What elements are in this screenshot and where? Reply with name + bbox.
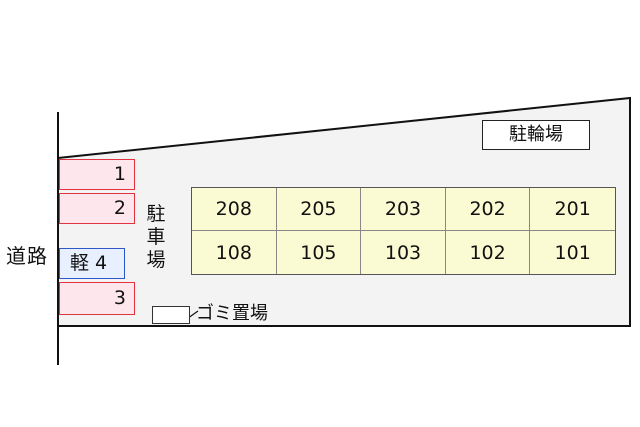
parking-slot-2: 2 — [59, 193, 135, 224]
parking-label-char: 駐 — [146, 203, 166, 225]
parking-label-char: 場 — [146, 249, 166, 271]
garbage-area-box — [152, 306, 190, 324]
unit-205: 205 — [276, 188, 362, 231]
unit-208: 208 — [192, 188, 277, 231]
parking-slot-kei-4: 軽 4 — [59, 248, 125, 279]
parking-label: 駐 車 場 — [146, 203, 166, 272]
apartment-building: 208 205 203 202 201 108 105 103 102 101 — [191, 187, 616, 275]
unit-203: 203 — [361, 188, 446, 231]
bicycle-parking-label: 駐輪場 — [482, 120, 590, 150]
unit-202: 202 — [445, 188, 531, 231]
road-label: 道路 — [6, 244, 48, 268]
parking-slot-1: 1 — [59, 159, 135, 190]
unit-102: 102 — [446, 231, 531, 274]
unit-103: 103 — [361, 231, 446, 274]
unit-101: 101 — [554, 241, 591, 264]
unit-105: 105 — [277, 231, 362, 274]
parking-slot-3: 3 — [59, 282, 135, 315]
unit-108: 108 — [192, 231, 277, 274]
unit-201: 201 — [530, 188, 615, 231]
parking-label-char: 車 — [146, 226, 166, 248]
garbage-area-label: ゴミ置場 — [196, 303, 268, 324]
